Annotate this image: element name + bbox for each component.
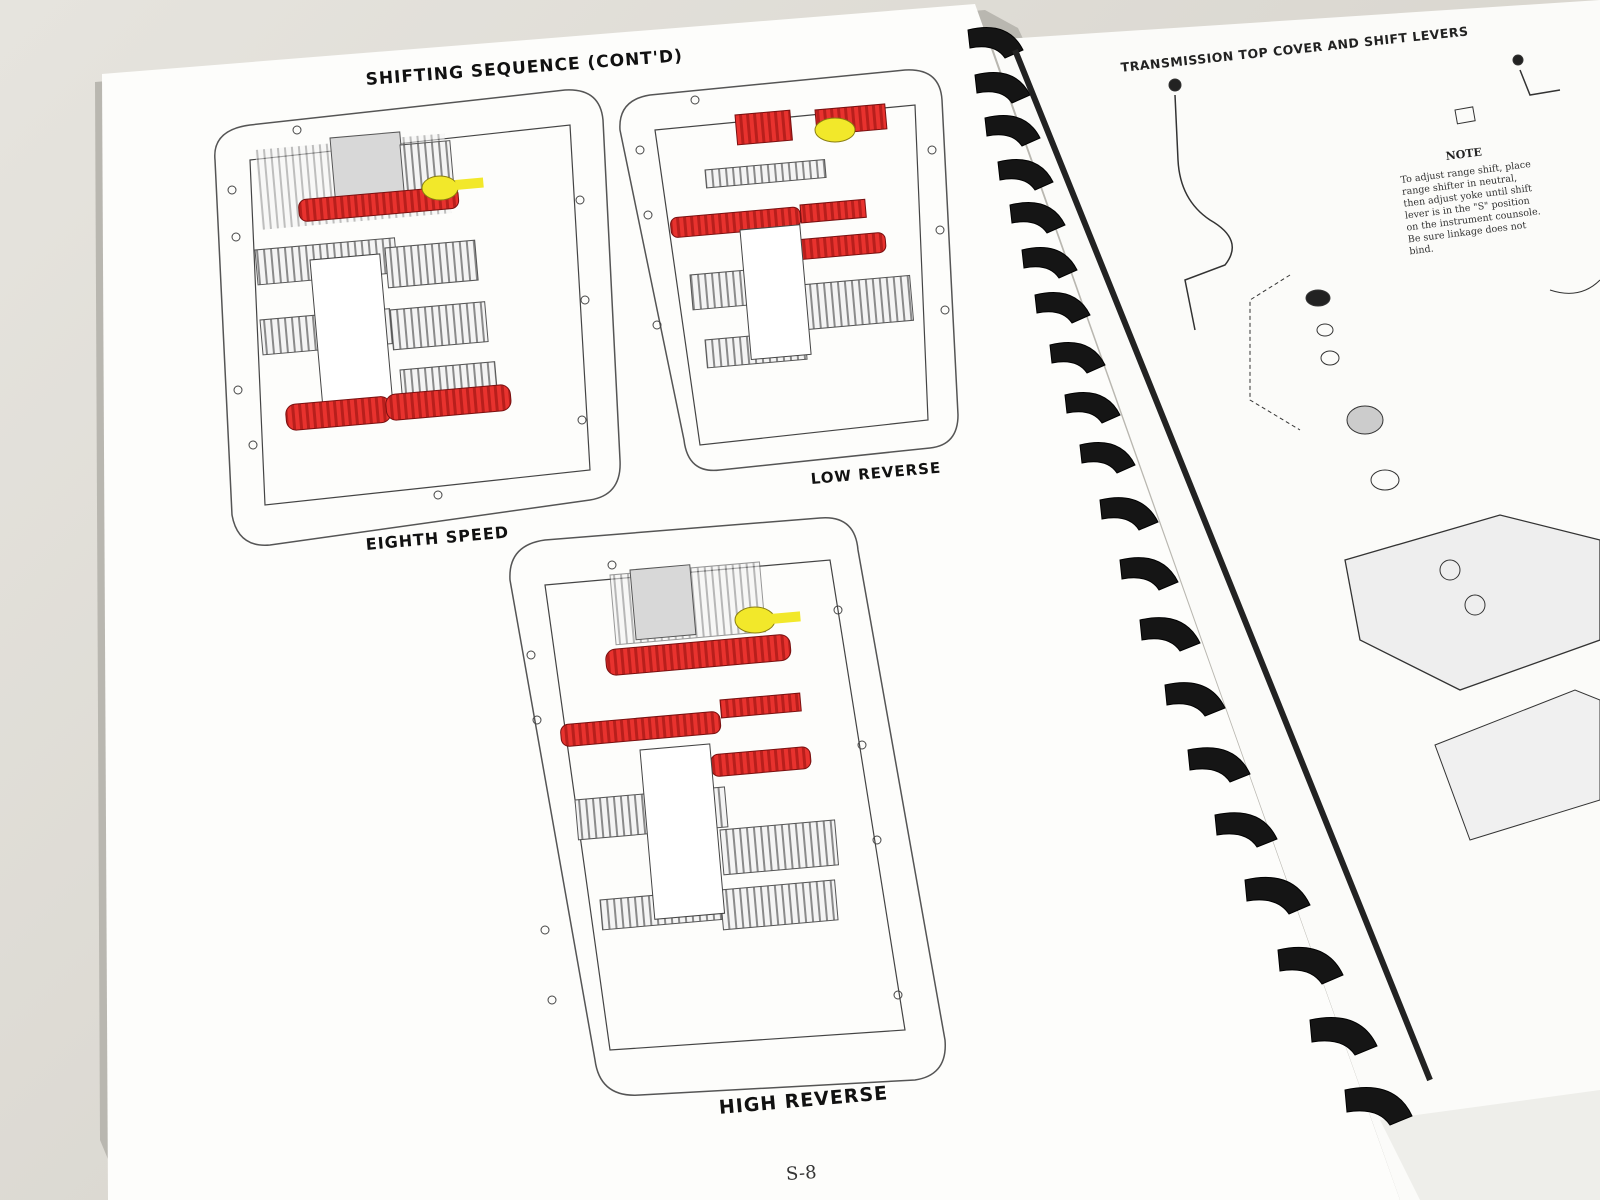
diagram-eighth-speed (214, 89, 621, 546)
exploded-view-drawing (1168, 54, 1600, 841)
right-page-sheet (990, 0, 1600, 1200)
page-number: S-8 (785, 1161, 818, 1186)
diagram-high-reverse (509, 517, 946, 1096)
spiral-binding (967, 27, 1433, 1126)
diagram-low-reverse (619, 69, 959, 472)
